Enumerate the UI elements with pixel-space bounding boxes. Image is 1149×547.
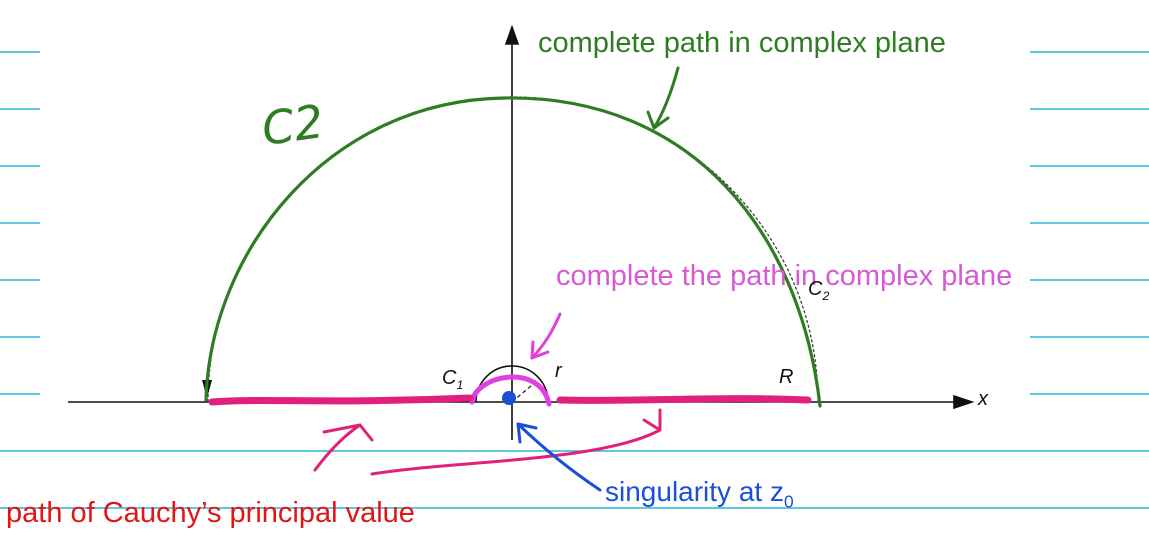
x-axis-arrowhead bbox=[953, 394, 975, 410]
singularity-dot bbox=[502, 391, 516, 405]
principal-connector bbox=[370, 408, 662, 476]
singularity-subscript: 0 bbox=[783, 491, 794, 512]
r-label: r bbox=[555, 360, 562, 382]
c2-handwritten-label: C2 bbox=[258, 93, 327, 157]
complete-the-path-annotation: complete the path in complex plane bbox=[556, 260, 1013, 292]
principal-value-annotation: path of Cauchy’s principal value bbox=[6, 497, 415, 529]
violet-pointer-arrow bbox=[530, 312, 562, 360]
c1-label: C1 bbox=[442, 367, 464, 392]
singularity-annotation: singularity at z0 bbox=[605, 476, 794, 513]
green-pointer-arrow bbox=[646, 66, 680, 130]
ruled-lines bbox=[0, 51, 1149, 509]
principal-left-segment bbox=[208, 394, 474, 406]
complete-path-annotation: complete path in complex plane bbox=[538, 27, 946, 59]
c1-violet-arc bbox=[469, 374, 552, 407]
principal-pointer-left bbox=[313, 423, 374, 472]
c2-printed-label: C2 bbox=[808, 278, 830, 303]
x-axis-label: x bbox=[978, 388, 988, 410]
principal-right-segment bbox=[556, 395, 812, 404]
singularity-text: singularity at z bbox=[605, 476, 784, 507]
y-axis-arrowhead bbox=[504, 24, 520, 45]
c2-printed-arc bbox=[207, 96, 819, 403]
c2-green-semicircle bbox=[204, 96, 822, 408]
figure-panel bbox=[40, 0, 1030, 440]
blue-pointer-arrow bbox=[516, 422, 602, 492]
R-label: R bbox=[779, 366, 794, 388]
